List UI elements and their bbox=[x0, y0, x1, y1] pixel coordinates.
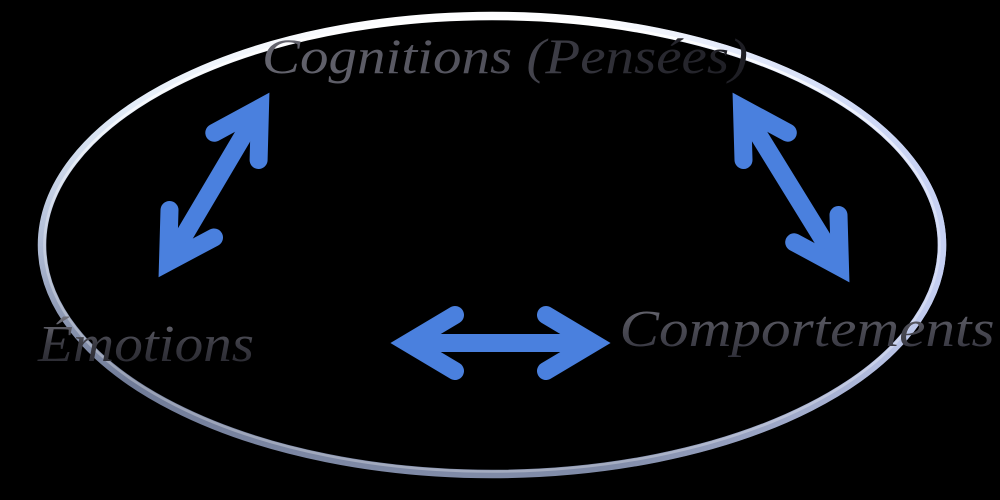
node-label-comportements: Comportements bbox=[620, 301, 995, 358]
ellipse-ring-lavender-overlay bbox=[37, 11, 947, 479]
arrowhead-icon bbox=[732, 92, 797, 169]
arrowhead-icon bbox=[158, 201, 223, 278]
arrowhead-icon bbox=[785, 206, 850, 283]
arrow-cognitions-emotions bbox=[158, 92, 270, 278]
arrow-cognitions-comportements bbox=[732, 92, 850, 283]
node-label-emotions: Émotions bbox=[37, 315, 254, 373]
arrowhead-icon bbox=[537, 306, 611, 380]
ellipse-ring bbox=[37, 11, 947, 479]
arrow-shaft bbox=[743, 116, 839, 259]
arrowhead-icon bbox=[205, 92, 270, 169]
ellipse-ring-highlight bbox=[43, 17, 941, 473]
arrow-emotions-comportements bbox=[390, 306, 611, 380]
node-label-cognitions: Cognitions (Pensées) bbox=[262, 28, 748, 84]
arrow-shaft bbox=[169, 116, 259, 254]
arrowhead-icon bbox=[390, 306, 464, 380]
arrows-layer bbox=[158, 92, 850, 380]
